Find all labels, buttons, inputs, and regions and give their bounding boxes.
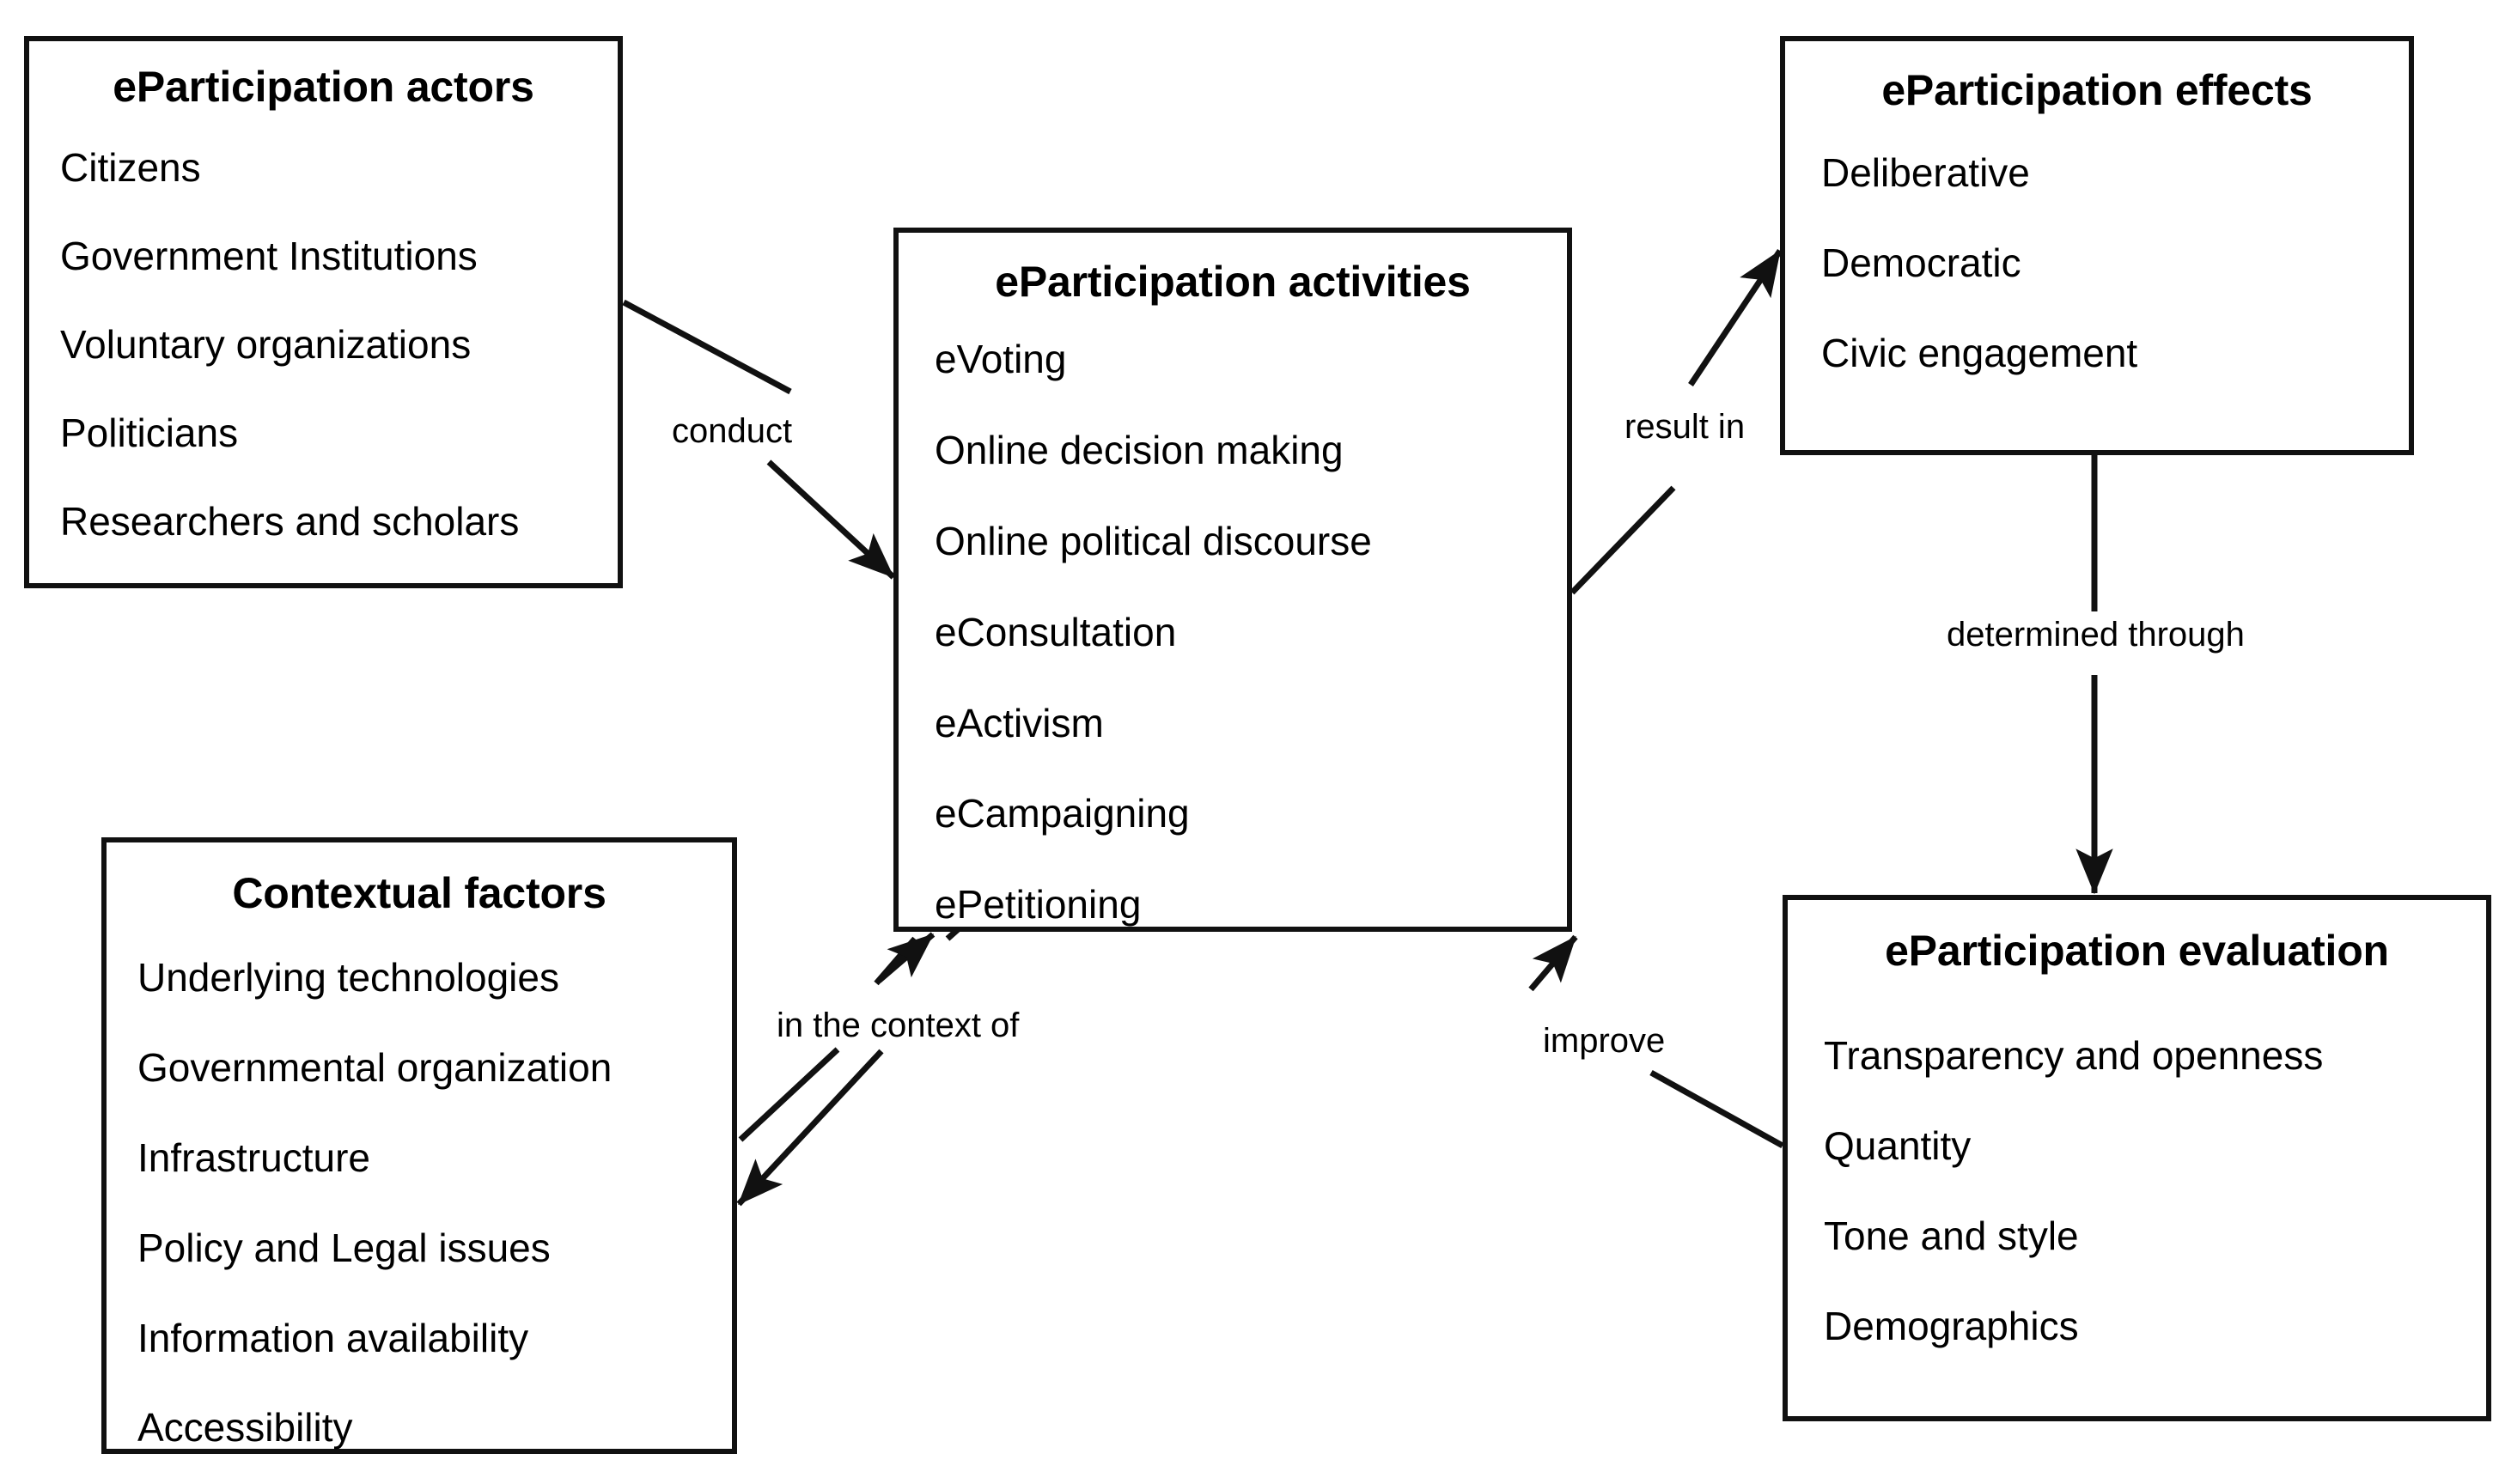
- node-item-list: Citizens Government Institutions Volunta…: [60, 145, 587, 544]
- list-item: Policy and Legal issues: [137, 1225, 551, 1270]
- edge-label-result-in: result in: [1619, 408, 1751, 446]
- list-item: Deliberative: [1821, 150, 2030, 195]
- node-eparticipation-effects: eParticipation effects Deliberative Demo…: [1780, 36, 2414, 455]
- list-item: eActivism: [935, 700, 1104, 745]
- list-item: ePetitioning: [935, 882, 1142, 928]
- list-item: Accessibility: [137, 1405, 353, 1451]
- edge-label-improve: improve: [1538, 1022, 1671, 1060]
- list-item: eVoting: [935, 337, 1067, 381]
- list-item: Online decision making: [935, 427, 1344, 472]
- list-item: eConsultation: [935, 609, 1177, 654]
- node-title: eParticipation activities: [995, 258, 1471, 306]
- edge-label-in-the-context-of: in the context of: [771, 1007, 1025, 1044]
- list-item: Transparency and openness: [1824, 1033, 2324, 1078]
- edge-label-determined-through: determined through: [1941, 616, 2250, 654]
- list-item: eCampaigning: [935, 791, 1190, 836]
- list-item: Politicians: [60, 410, 239, 455]
- list-item: Quantity: [1824, 1122, 1972, 1168]
- node-title: Contextual factors: [232, 869, 606, 917]
- edge-label-conduct: conduct: [667, 412, 798, 450]
- list-item: Information availability: [137, 1315, 529, 1360]
- node-item-list: Deliberative Democratic Civic engagement: [1821, 150, 2373, 376]
- list-item: Infrastructure: [137, 1134, 370, 1180]
- list-item: Tone and style: [1824, 1213, 2079, 1258]
- list-item: Underlying technologies: [137, 955, 559, 1000]
- list-item: Researchers and scholars: [60, 498, 520, 544]
- list-item: Government Institutions: [60, 233, 478, 278]
- list-item: Online political discourse: [935, 518, 1372, 563]
- node-item-list: eVoting Online decision making Online po…: [935, 337, 1531, 928]
- edge-in-the-context-of: [736, 908, 982, 1207]
- node-item-list: Transparency and openness Quantity Tone …: [1824, 1033, 2450, 1349]
- node-title: eParticipation evaluation: [1885, 927, 2389, 975]
- node-eparticipation-activities: eParticipation activities eVoting Online…: [893, 228, 1572, 932]
- list-item: Demographics: [1824, 1303, 2079, 1348]
- node-item-list: Underlying technologies Governmental org…: [137, 955, 701, 1451]
- node-title: eParticipation effects: [1881, 66, 2313, 114]
- list-item: Democratic: [1821, 240, 2021, 285]
- list-item: Citizens: [60, 145, 201, 190]
- node-eparticipation-evaluation: eParticipation evaluation Transparency a…: [1783, 895, 2491, 1421]
- list-item: Civic engagement: [1821, 330, 2138, 375]
- node-contextual-factors: Contextual factors Underlying technologi…: [101, 837, 737, 1454]
- node-title: eParticipation actors: [113, 63, 534, 111]
- node-eparticipation-actors: eParticipation actors Citizens Governmen…: [24, 36, 623, 588]
- list-item: Voluntary organizations: [60, 321, 472, 367]
- list-item: Governmental organization: [137, 1044, 613, 1090]
